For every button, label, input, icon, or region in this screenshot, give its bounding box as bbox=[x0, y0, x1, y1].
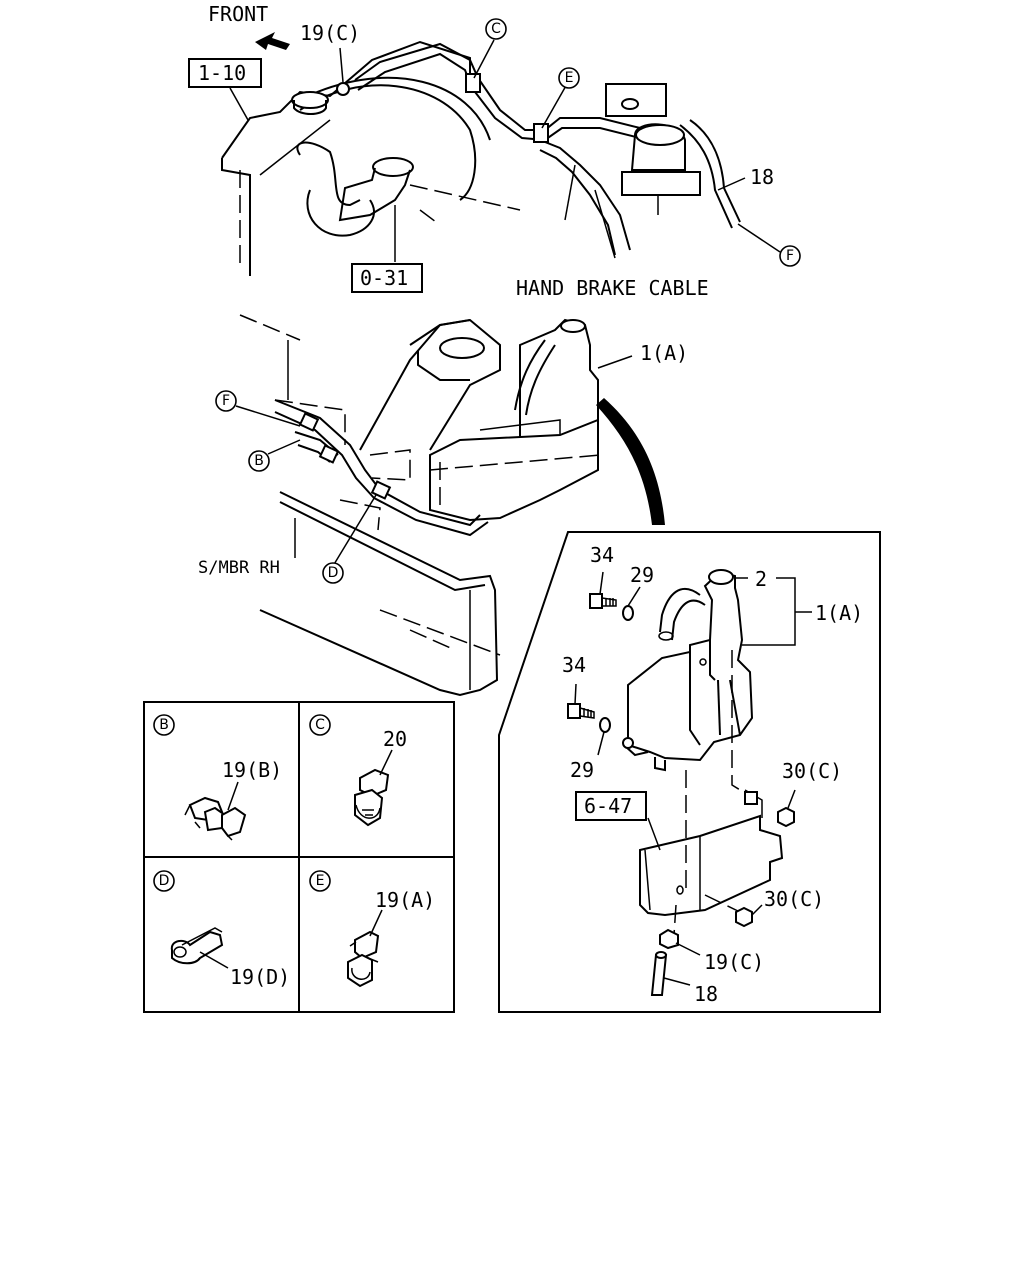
ref-box-1-10 bbox=[188, 58, 262, 88]
callout-f-mid bbox=[215, 390, 237, 412]
callout-c-top-text: C bbox=[491, 21, 501, 37]
callout-b-box bbox=[153, 714, 175, 736]
part-label-19c-top: 19(C) bbox=[300, 21, 360, 45]
middle-reservoir-assembly bbox=[235, 314, 665, 697]
bolt-34-lower bbox=[567, 703, 595, 719]
callout-b-mid-text: B bbox=[254, 453, 264, 469]
callout-d-box-text: D bbox=[159, 873, 170, 889]
washer-29-upper bbox=[622, 605, 634, 621]
front-label: FRONT bbox=[208, 2, 268, 26]
part-label-29-upper: 29 bbox=[630, 563, 654, 587]
ref-label-1-10: 1-10 bbox=[198, 61, 246, 85]
part-label-30c-upper: 30(C) bbox=[782, 759, 842, 783]
ref-box-6-47 bbox=[575, 791, 647, 821]
clip-19b bbox=[184, 781, 247, 841]
ref-label-0-31: 0-31 bbox=[360, 266, 408, 290]
callout-b-box-text: B bbox=[159, 717, 169, 733]
clip-19c-detail bbox=[659, 928, 679, 950]
part-label-20: 20 bbox=[383, 727, 407, 751]
callout-d-mid bbox=[322, 562, 344, 584]
ref-box-0-31 bbox=[351, 263, 423, 293]
callout-e-box-text: E bbox=[316, 873, 325, 889]
callout-b-mid bbox=[248, 450, 270, 472]
front-arrow-icon bbox=[255, 32, 290, 50]
zoom-arrow-icon bbox=[596, 398, 665, 525]
part-label-2: 2 bbox=[755, 567, 767, 591]
clip-19d bbox=[170, 927, 229, 969]
part-label-34-upper: 34 bbox=[590, 543, 614, 567]
part-label-18-top: 18 bbox=[750, 165, 774, 189]
callout-c-box bbox=[309, 714, 331, 736]
callout-e-top-text: E bbox=[565, 70, 574, 86]
part-label-19b: 19(B) bbox=[222, 758, 282, 782]
top-engine-assembly bbox=[221, 32, 781, 276]
callout-e-box bbox=[309, 870, 331, 892]
part-label-18-detail: 18 bbox=[694, 982, 718, 1006]
clip-19a bbox=[347, 909, 383, 988]
part-label-19d: 19(D) bbox=[230, 965, 290, 989]
nut-30c-lower bbox=[735, 906, 753, 928]
callout-c-top bbox=[485, 18, 507, 40]
ref-label-6-47: 6-47 bbox=[584, 794, 632, 818]
callout-d-box bbox=[153, 870, 175, 892]
part-label-19c-detail: 19(C) bbox=[704, 950, 764, 974]
callout-f-top bbox=[779, 245, 801, 267]
smbr-rh-label: S/MBR RH bbox=[198, 558, 280, 578]
detail-panel bbox=[498, 531, 881, 1013]
callout-f-top-text: F bbox=[786, 248, 794, 264]
callout-c-box-text: C bbox=[315, 717, 325, 733]
callout-d-mid-text: D bbox=[328, 565, 339, 581]
clip-detail-grid bbox=[143, 701, 455, 1013]
hose-18-detail bbox=[650, 954, 668, 996]
part-label-34-lower: 34 bbox=[562, 653, 586, 677]
part-label-1a-detail: 1(A) bbox=[815, 601, 863, 625]
callout-e-top bbox=[558, 67, 580, 89]
bolt-34-upper bbox=[589, 593, 617, 609]
washer-29-lower bbox=[599, 717, 611, 733]
part-label-30c-lower: 30(C) bbox=[764, 887, 824, 911]
callout-f-mid-text: F bbox=[222, 393, 230, 409]
part-label-29-lower: 29 bbox=[570, 758, 594, 782]
hand-brake-cable-label: HAND BRAKE CABLE bbox=[516, 276, 709, 300]
clip-20 bbox=[354, 749, 393, 827]
nut-30c-upper bbox=[777, 806, 795, 828]
part-label-1a-mid: 1(A) bbox=[640, 341, 688, 365]
part-label-19a: 19(A) bbox=[375, 888, 435, 912]
